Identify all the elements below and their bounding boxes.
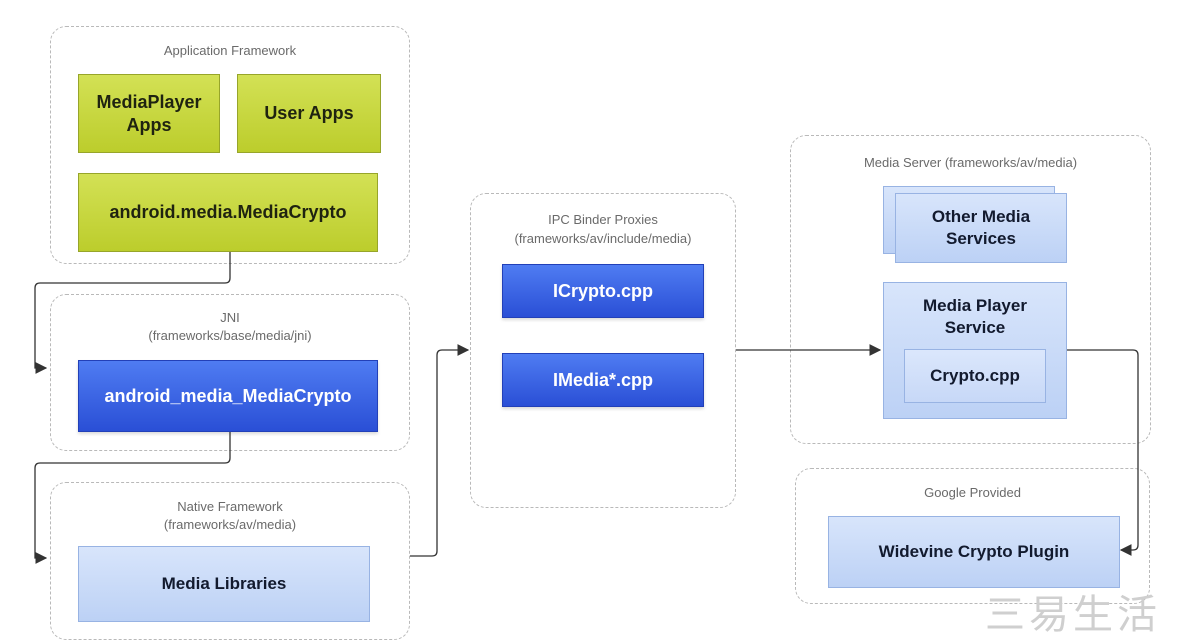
user-apps-label: User Apps [264,103,354,123]
jni-mediacrypto-box: android_media_MediaCrypto [78,360,378,432]
android-media-mediacrypto-box: android.media.MediaCrypto [78,173,378,252]
widevine-crypto-plugin-label: Widevine Crypto Plugin [878,542,1070,561]
crypto-cpp-label: Crypto.cpp [930,366,1020,385]
arrow-media-player-to-widevine [1067,349,1139,556]
google-provided-title: Google Provided [924,485,1021,500]
native-framework-path: (frameworks/av/media) [163,517,297,532]
arrow-mediacrypto-to-jni [34,252,231,374]
jni-path: (frameworks/base/media/jni) [148,328,312,343]
icrypto-box: ICrypto.cpp [502,264,704,318]
arrow-jni-to-native [34,432,231,564]
media-libraries-label: Media Libraries [161,574,287,593]
native-framework-group: Native Framework (frameworks/av/media) [50,482,410,640]
media-server-title: Media Server (frameworks/av/media) [863,155,1078,170]
ipc-binder-path: (frameworks/av/include/media) [514,231,692,246]
media-player-service-line2: Service [944,318,1006,337]
icrypto-label: ICrypto.cpp [552,280,653,301]
ipc-binder-title: IPC Binder Proxies [548,212,658,227]
google-provided-group: Google Provided [795,468,1150,604]
imedia-box: IMedia*.cpp [502,353,704,407]
mediaplayer-apps-box: MediaPlayer Apps [78,74,220,153]
other-media-services-line1: Other Media [931,207,1031,226]
arrow-native-to-ipc [410,344,470,557]
application-framework-title: Application Framework [163,43,297,58]
user-apps-box: User Apps [237,74,381,153]
imedia-label: IMedia*.cpp [552,369,654,390]
media-player-service-line1: Media Player [923,296,1027,315]
watermark-logo: 三易生活 [985,592,1161,638]
ipc-binder-group: IPC Binder Proxies (frameworks/av/includ… [470,193,736,508]
other-media-services-line2: Services [946,229,1016,248]
media-server-group: Media Server (frameworks/av/media) [790,135,1151,444]
mediaplayer-apps-line2: Apps [126,114,172,135]
jni-title: JNI [220,310,240,325]
media-libraries-box: Media Libraries [78,546,370,622]
jni-mediacrypto-label: android_media_MediaCrypto [104,385,352,406]
other-media-services-box: Other Media Services [895,193,1067,263]
widevine-crypto-plugin-box: Widevine Crypto Plugin [828,516,1120,588]
crypto-cpp-box: Crypto.cpp [904,349,1046,403]
android-media-mediacrypto-label: android.media.MediaCrypto [109,202,347,222]
native-framework-title: Native Framework [177,499,283,514]
mediaplayer-apps-line1: MediaPlayer [96,91,202,112]
